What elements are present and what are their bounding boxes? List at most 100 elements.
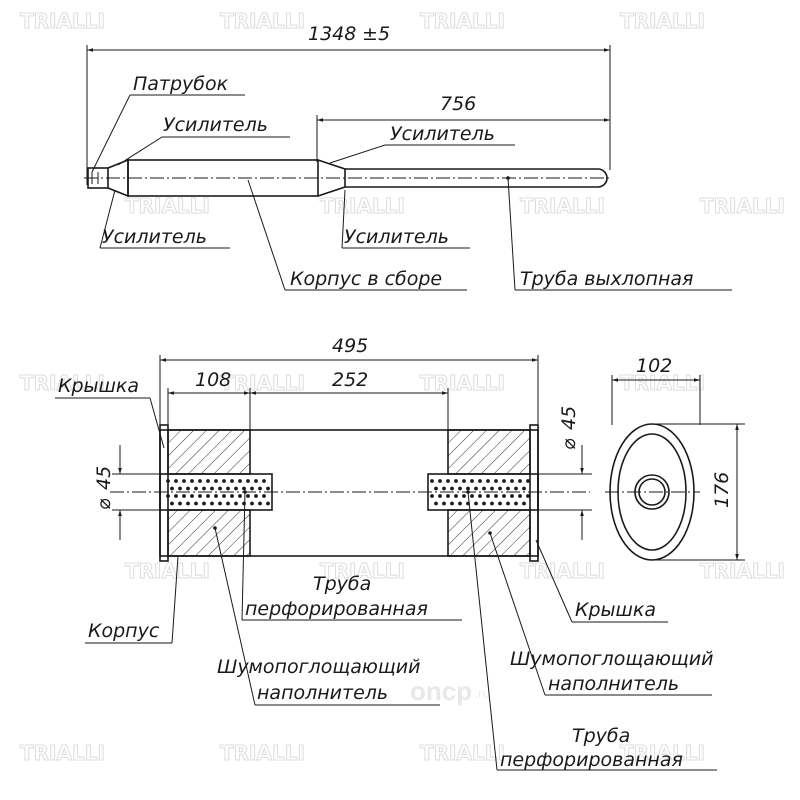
watermark-text: TRIALLI <box>320 194 405 218</box>
label-usilitel-bottom-right: Усилитель <box>344 226 449 248</box>
watermark-text: TRIALLI <box>620 741 705 765</box>
perforation-hole <box>222 479 226 483</box>
perforation-hole <box>266 486 270 491</box>
perforation-hole <box>238 494 242 498</box>
dimension-252: 252 <box>332 369 368 391</box>
label-truba-perf-2-line1: Труба <box>572 725 630 747</box>
perforation-hole <box>198 479 202 483</box>
label-shumo-1-line1: Шумопоглощающий <box>217 656 420 678</box>
site-watermark-tld: .ru <box>474 685 490 701</box>
perforation-hole <box>238 479 242 483</box>
perforation-hole <box>190 494 194 498</box>
perforation-hole <box>246 479 250 483</box>
perforation-hole <box>258 486 262 491</box>
left-filler-bottom <box>167 509 251 557</box>
dimension-756: 756 <box>440 93 476 115</box>
perforation-hole <box>506 486 510 491</box>
label-shumo-2-line1: Шумопоглощающий <box>510 648 713 670</box>
perforation-hole <box>254 479 258 483</box>
perforation-hole <box>262 479 266 483</box>
perforation-hole <box>526 479 530 483</box>
perforation-hole <box>234 501 238 506</box>
perforation-hole <box>490 501 494 506</box>
diameter-sign-right: ⌀ <box>558 438 580 450</box>
perforation-hole <box>254 494 258 498</box>
watermark-text: TRIALLI <box>125 559 210 583</box>
perforation-hole <box>166 479 170 483</box>
perforation-hole <box>474 501 478 506</box>
perforation-hole <box>446 494 450 498</box>
label-usilitel-top-left: Усилитель <box>163 114 268 136</box>
watermark-text: TRIALLI <box>700 559 785 583</box>
perforation-hole <box>194 486 198 491</box>
perforation-hole <box>466 486 470 491</box>
perforation-hole <box>506 501 510 506</box>
perforation-hole <box>226 486 230 491</box>
perforation-hole <box>206 494 210 498</box>
left-filler-top <box>167 429 251 475</box>
watermark-text: TRIALLI <box>20 741 105 765</box>
watermark-text: TRIALLI <box>20 9 105 33</box>
watermark-text: TRIALLI <box>620 371 705 395</box>
perforation-hole <box>222 494 226 498</box>
perforation-hole <box>482 486 486 491</box>
perforation-hole <box>250 501 254 506</box>
watermark-text: TRIALLI <box>220 741 305 765</box>
end-view: 102 176 <box>605 355 745 561</box>
perforation-hole <box>494 479 498 483</box>
perforation-hole <box>514 486 518 491</box>
watermark-text: TRIALLI <box>20 371 105 395</box>
perforation-hole <box>262 494 266 498</box>
perforation-hole <box>182 479 186 483</box>
label-truba-perf-1-line1: Труба <box>313 573 371 595</box>
right-filler-top <box>447 429 531 475</box>
perforation-hole <box>454 479 458 483</box>
label-patrubok: Патрубок <box>133 73 229 95</box>
watermark-text: TRIALLI <box>125 194 210 218</box>
dimension-108: 108 <box>195 369 231 391</box>
perforation-hole <box>234 486 238 491</box>
watermark-text: TRIALLI <box>320 559 405 583</box>
perforation-hole <box>522 501 526 506</box>
perforation-hole <box>470 479 474 483</box>
perforation-hole <box>450 486 454 491</box>
watermark-text: TRIALLI <box>700 194 785 218</box>
perforation-hole <box>250 486 254 491</box>
watermarks: TRIALLI TRIALLI TRIALLI TRIALLI TRIALLI … <box>20 9 786 766</box>
dimension-102: 102 <box>636 355 672 377</box>
dimension-495: 495 <box>332 335 368 357</box>
perforation-hole <box>526 494 530 498</box>
perforation-hole <box>186 501 190 506</box>
perforation-hole <box>246 494 250 498</box>
watermark-text: TRIALLI <box>620 9 705 33</box>
left-cap <box>159 424 169 562</box>
site-watermark: oncp .ru <box>410 676 490 706</box>
perforation-hole <box>178 501 182 506</box>
perforation-hole <box>258 501 262 506</box>
perforation-hole <box>462 479 466 483</box>
perforation-hole <box>174 479 178 483</box>
label-truba-perf-2-line2: перфорированная <box>500 749 683 771</box>
section-view: 495 108 252 ⌀ 45 <box>55 335 717 771</box>
label-kryshka-left: Крышка <box>58 375 139 397</box>
perforation-hole <box>266 501 270 506</box>
perforation-hole <box>502 494 506 498</box>
perforation-hole <box>206 479 210 483</box>
perforation-hole <box>486 479 490 483</box>
label-korpus-v-sbore: Корпус в сборе <box>290 268 442 290</box>
watermark-text: TRIALLI <box>420 9 505 33</box>
perforation-hole <box>430 494 434 498</box>
perforation-hole <box>198 494 202 498</box>
perforation-hole <box>442 501 446 506</box>
perforation-hole <box>478 479 482 483</box>
watermark-text: TRIALLI <box>220 371 305 395</box>
perforation-hole <box>490 486 494 491</box>
site-watermark-name: oncp <box>410 676 472 706</box>
perforation-hole <box>170 501 174 506</box>
label-korpus: Корпус <box>88 620 160 642</box>
perforation-hole <box>454 494 458 498</box>
perforation-hole <box>434 501 438 506</box>
dimension-tolerance: 5 <box>378 23 390 45</box>
label-shumo-2-line2: наполнитель <box>548 673 679 695</box>
